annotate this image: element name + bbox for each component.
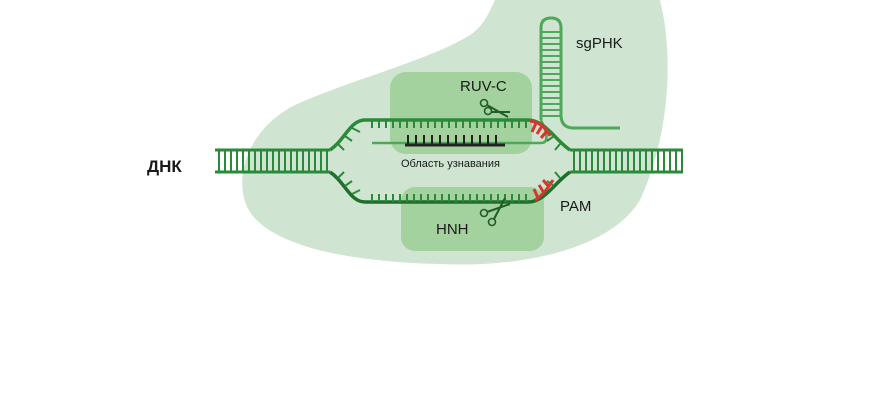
base-arm — [344, 135, 353, 142]
base-arm — [546, 135, 555, 142]
pam-bottom — [532, 179, 555, 202]
sgrna-hairpin — [372, 16, 620, 145]
hnh-domain — [401, 187, 544, 251]
dna-label: ДНК — [147, 157, 182, 176]
scissors-icon-hnh — [479, 197, 511, 227]
base-arm — [554, 143, 561, 151]
base-arm — [337, 171, 345, 179]
scissors-icon-ruvc — [479, 98, 510, 118]
pam-label: PAM — [560, 198, 591, 215]
ruvc-label: RUV-C — [460, 78, 507, 95]
base-arm — [344, 180, 353, 187]
recognition-region-label: Область узнавания — [401, 158, 500, 170]
base-arm — [554, 171, 561, 179]
base-arm — [351, 189, 361, 195]
pam-top — [529, 119, 552, 139]
base-arm — [351, 127, 361, 133]
ruvc-domain — [390, 72, 532, 154]
guide-rna-bases — [407, 135, 497, 145]
sgrna-label: sgPHK — [576, 35, 623, 52]
base-arm — [337, 143, 345, 151]
hnh-label: HNH — [436, 221, 469, 238]
